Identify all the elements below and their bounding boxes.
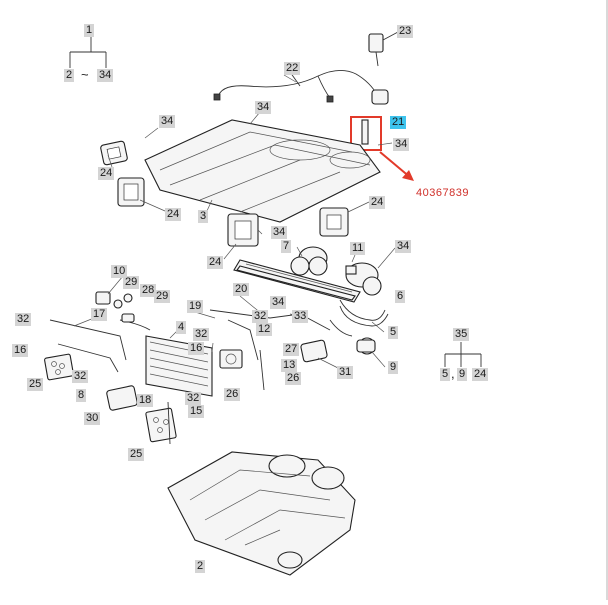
leader-lines	[73, 74, 396, 371]
frame-border	[606, 0, 608, 600]
callout-24-a: 24	[98, 167, 115, 180]
callout-20: 20	[233, 283, 250, 296]
callout-32-e: 32	[185, 392, 202, 405]
callout-34-bottom: 34	[270, 296, 287, 309]
callout-18: 18	[137, 394, 154, 407]
callout-2-tree: 2	[64, 69, 75, 82]
callout-12: 12	[256, 323, 273, 336]
callout-31: 31	[337, 366, 354, 379]
part-wire-17	[49, 319, 127, 373]
part-switch	[368, 31, 399, 67]
tree-bracket-1	[69, 37, 107, 68]
callout-7: 7	[281, 240, 292, 253]
callout-25-b: 25	[128, 448, 145, 461]
callout-24-b: 24	[165, 208, 182, 221]
callout-32-b: 32	[252, 310, 269, 323]
part-pipes	[329, 299, 389, 337]
callout-29-a: 29	[123, 276, 140, 289]
tree-bracket-35	[444, 342, 482, 367]
callout-30: 30	[84, 412, 101, 425]
callout-3: 3	[198, 210, 209, 223]
callout-34-left: 34	[159, 115, 176, 128]
callout-24-c: 24	[369, 196, 386, 209]
callout-25-a: 25	[27, 378, 44, 391]
callout-22: 22	[284, 62, 301, 75]
callout-19: 19	[187, 300, 204, 313]
part-blower-motors	[290, 246, 382, 296]
part-rods	[167, 349, 265, 445]
callout-29-b: 29	[154, 290, 171, 303]
part-upper-housing	[144, 119, 381, 223]
callout-24-d: 24	[207, 256, 224, 269]
callout-16-b: 16	[188, 342, 205, 355]
callout-34-top: 34	[255, 101, 272, 114]
callout-5: 5	[388, 326, 399, 339]
callout-4: 4	[176, 321, 187, 334]
callout-27: 27	[283, 343, 300, 356]
callout-2-bottom: 2	[195, 560, 206, 573]
callout-10: 10	[111, 265, 128, 278]
callout-17: 17	[91, 308, 108, 321]
callout-33: 33	[292, 310, 309, 323]
tree-range-separator: ~	[81, 67, 89, 82]
part-heater-core	[233, 259, 361, 303]
part-hose-assembly	[95, 291, 151, 331]
callout-34-tree: 34	[97, 69, 114, 82]
callout-21-highlighted: 21	[390, 116, 407, 129]
callout-13: 13	[281, 359, 298, 372]
callout-26-a: 26	[285, 372, 302, 385]
callout-34-mid: 34	[271, 226, 288, 239]
callout-23: 23	[397, 25, 414, 38]
part-wiring-harness	[213, 70, 379, 103]
reference-number: 40367839	[416, 187, 469, 199]
callout-6: 6	[395, 290, 406, 303]
callout-34-right: 34	[393, 138, 410, 151]
callout-15: 15	[188, 405, 205, 418]
callout-35: 35	[453, 328, 470, 341]
callout-26-b: 26	[224, 388, 241, 401]
part-actuator	[350, 89, 414, 181]
callout-24-tree: 24	[472, 368, 489, 381]
callout-1: 1	[84, 24, 95, 37]
part-actuators	[106, 339, 328, 411]
callout-9: 9	[388, 361, 399, 374]
callout-8: 8	[76, 389, 87, 402]
callout-32-d: 32	[72, 370, 89, 383]
tree-list-separator: ,	[451, 366, 455, 381]
callout-28: 28	[140, 284, 157, 297]
callout-32-c: 32	[193, 328, 210, 341]
callout-9-tree: 9	[457, 368, 468, 381]
part-seals	[100, 140, 349, 247]
callout-34-far: 34	[395, 240, 412, 253]
callout-5-tree: 5	[440, 368, 451, 381]
callout-16-a: 16	[12, 344, 29, 357]
callout-32-a: 32	[15, 313, 32, 326]
part-9	[356, 337, 376, 355]
callout-11: 11	[350, 242, 366, 255]
part-wire-19-20	[209, 309, 331, 361]
part-lower-case	[167, 451, 356, 576]
part-filters	[44, 353, 177, 443]
